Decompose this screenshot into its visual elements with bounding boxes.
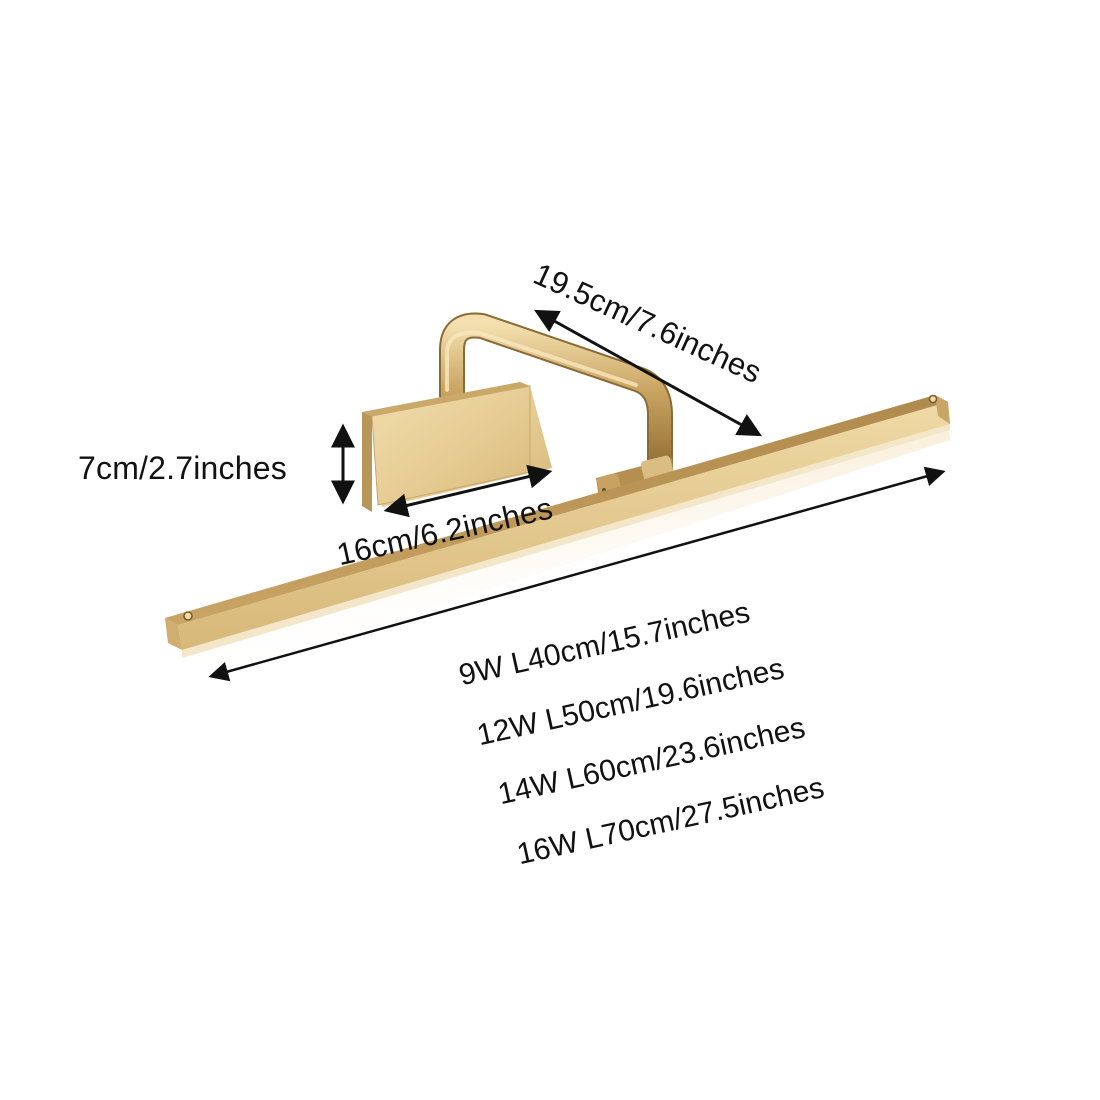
- dimension-arrows: [208, 309, 946, 682]
- light-bar: [165, 394, 950, 658]
- overall-length-arrow: [208, 466, 946, 682]
- backplate-height-label: 7cm/2.7inches: [78, 450, 287, 486]
- arm-length-arrow: [534, 309, 762, 437]
